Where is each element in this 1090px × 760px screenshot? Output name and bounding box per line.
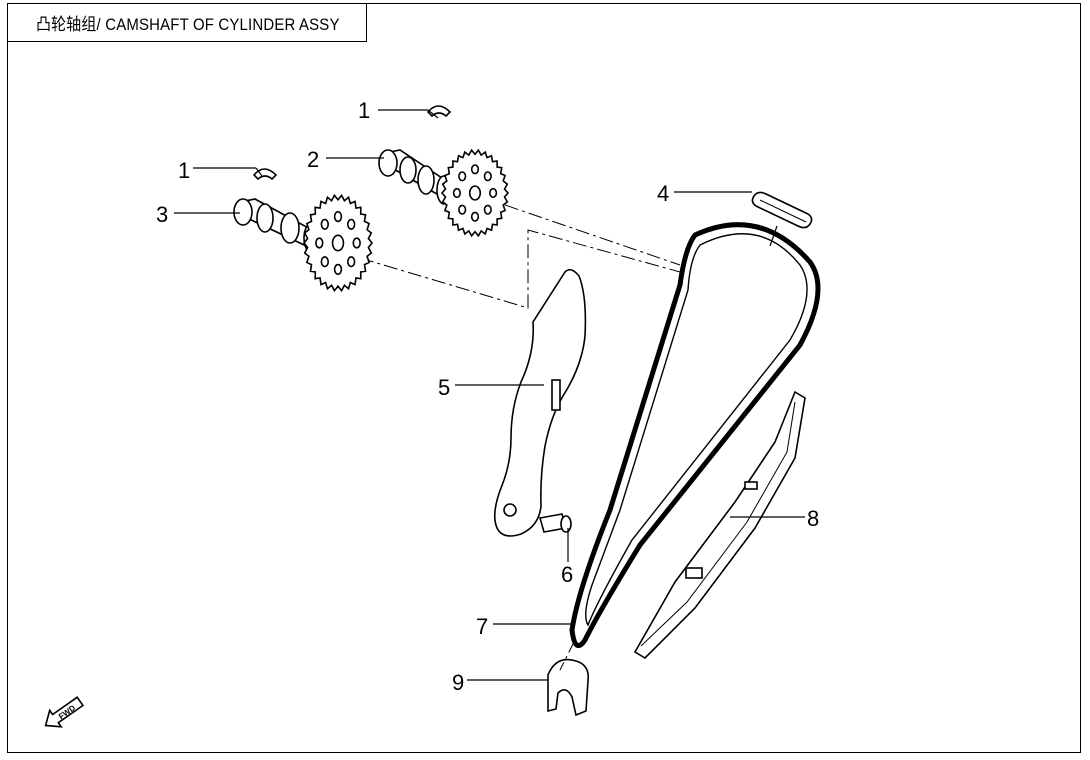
callout-6: 6 (561, 562, 573, 587)
camshaft-exhaust (378, 148, 510, 238)
circlip-lower (252, 168, 278, 181)
sprocket-hole (320, 256, 329, 268)
timing-chain (569, 222, 821, 649)
callout-4: 4 (657, 181, 669, 206)
drawing-frame (7, 3, 1081, 753)
tensioner-guide (493, 268, 587, 537)
sprocket-hole (458, 171, 467, 182)
sprocket-hole (458, 204, 467, 215)
sprocket-hole (333, 211, 343, 223)
callout-1-lower: 1 (178, 158, 190, 183)
fwd-arrow-icon: FWD (44, 696, 85, 728)
callout-labels: 1 1 2 3 4 5 6 7 8 9 (156, 98, 819, 695)
callout-1-upper: 1 (358, 98, 370, 123)
sprocket-hole (315, 237, 324, 249)
camshaft-intake (233, 193, 374, 293)
sprocket-hole (483, 171, 492, 182)
callout-8: 8 (807, 506, 819, 531)
callout-5: 5 (438, 375, 450, 400)
sprocket-hole (483, 204, 492, 215)
sprocket-hole (333, 263, 343, 276)
callout-7: 7 (476, 614, 488, 639)
sprocket-hole (347, 218, 356, 230)
sprocket-hole (452, 187, 462, 199)
sprocket-intake (302, 193, 374, 293)
sprocket-hole (489, 187, 498, 199)
alignment-lines (359, 204, 681, 309)
pivot-bolt (538, 513, 572, 533)
sprocket-exhaust (440, 148, 510, 238)
chain-guide-fixed (633, 390, 806, 660)
callout-9: 9 (452, 670, 464, 695)
sprocket-hole (347, 256, 356, 268)
sprocket-hole (320, 218, 329, 230)
sprocket-hub (331, 234, 345, 252)
callout-3: 3 (156, 202, 168, 227)
chain-guide-upper (751, 191, 813, 229)
chain-bracket (547, 658, 590, 717)
callout-2: 2 (307, 147, 319, 172)
sprocket-hole (470, 164, 480, 175)
sprocket-hub (468, 185, 482, 201)
title-box: 凸轮轴组/ CAMSHAFT OF CYLINDER ASSY (7, 3, 367, 42)
sprocket-hole (470, 211, 480, 222)
sprocket-hole (352, 237, 361, 249)
leader-lines (174, 109, 805, 681)
circlip-upper (426, 105, 452, 118)
page-title: 凸轮轴组/ CAMSHAFT OF CYLINDER ASSY (36, 15, 340, 34)
